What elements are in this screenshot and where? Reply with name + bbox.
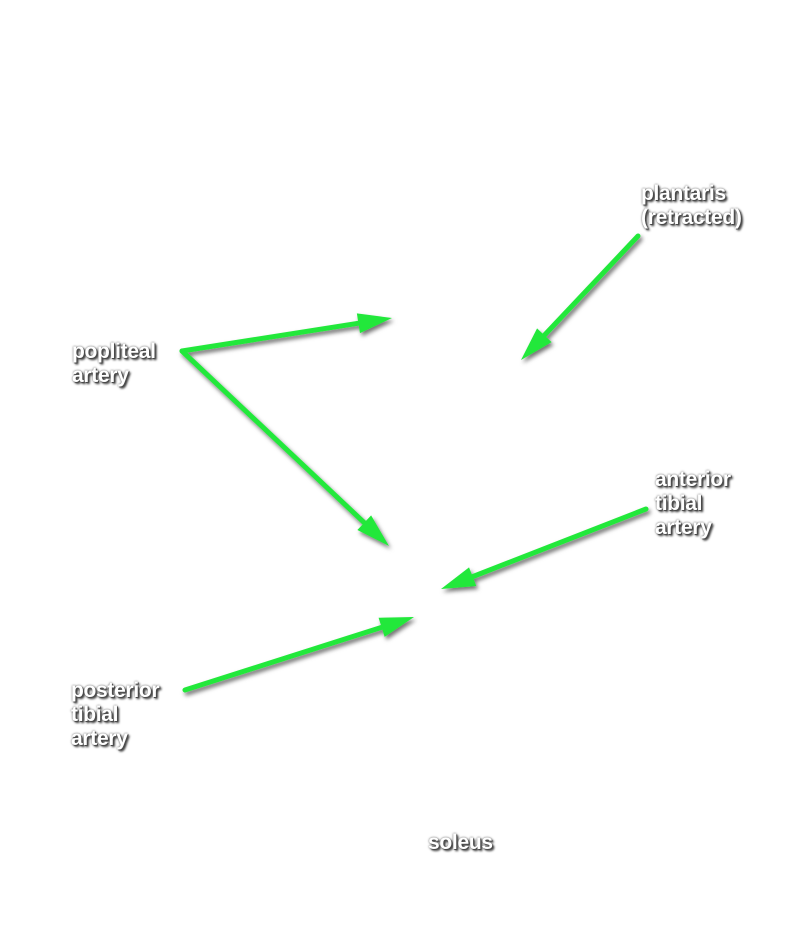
arrow-head (356, 313, 392, 334)
arrow-head (521, 328, 552, 360)
label-line: tibial (655, 492, 703, 515)
arrow-shaft (179, 320, 363, 354)
label-soleus: soleus (428, 831, 493, 855)
label-posterior-tibial-artery: posterior tibial artery (71, 679, 160, 751)
arrow-head (441, 567, 477, 589)
label-plantaris: plantaris (retracted) (641, 182, 742, 230)
label-line: soleus (428, 831, 493, 854)
arrow-popliteal-upper (179, 313, 392, 354)
label-line: posterior (71, 679, 160, 702)
label-line: anterior (655, 468, 731, 491)
arrow-anterior-tibial (441, 506, 649, 589)
arrow-shaft (182, 624, 387, 693)
arrow-popliteal-lower (179, 348, 389, 546)
label-line: tibial (71, 703, 119, 726)
arrow-head (357, 515, 389, 546)
arrow-head (378, 617, 414, 637)
label-line: artery (71, 727, 128, 750)
label-anterior-tibial-artery: anterior tibial artery (655, 468, 731, 540)
arrow-posterior-tibial (182, 617, 414, 693)
label-line: artery (72, 364, 129, 387)
label-popliteal-artery: popliteal artery (72, 340, 156, 388)
arrow-shaft (179, 348, 369, 527)
arrow-plantaris (521, 233, 641, 360)
label-line: popliteal (72, 340, 156, 363)
arrow-shaft (468, 506, 649, 580)
arrow-shaft (540, 233, 641, 340)
label-line: plantaris (641, 182, 726, 205)
label-line: artery (655, 516, 712, 539)
label-line: (retracted) (641, 206, 742, 229)
